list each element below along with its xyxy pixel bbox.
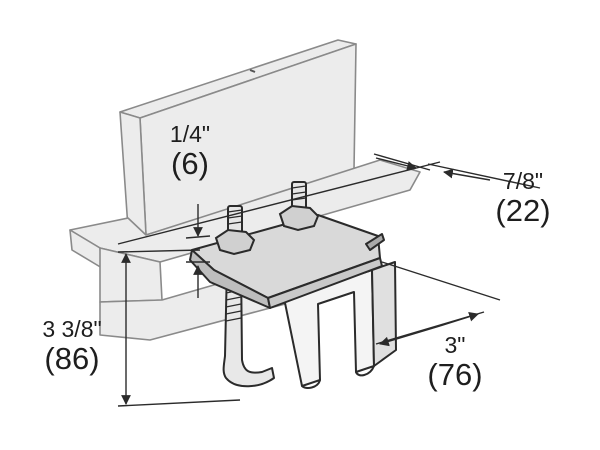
dimension-metric: (76): [427, 357, 483, 392]
nut-left: [214, 228, 256, 256]
dimension-metric: (6): [171, 146, 209, 181]
dim-line-flange-width: [117, 153, 541, 245]
dimension-metric: (22): [495, 193, 551, 228]
dimension-metric: (86): [44, 341, 100, 376]
dim-line-clamp-length: [375, 261, 501, 347]
nut-right: [278, 204, 320, 232]
dimension-imperial: 3 3/8": [42, 316, 102, 342]
dimension-flange-thickness: 1/4" (6): [160, 121, 220, 181]
clamp-plate: [189, 214, 385, 309]
dim-line-overall-height: [117, 249, 241, 407]
dimension-flange-width: 7/8" (22): [480, 168, 566, 228]
dimension-imperial: 7/8": [502, 168, 544, 194]
dimension-imperial: 3": [444, 332, 466, 358]
dimension-overall-height: 3 3/8" (86): [24, 316, 120, 376]
dimension-clamp-length: 3" (76): [410, 332, 500, 392]
dim-line-flange-thickness: [185, 204, 211, 298]
dimension-imperial: 1/4": [169, 121, 211, 147]
